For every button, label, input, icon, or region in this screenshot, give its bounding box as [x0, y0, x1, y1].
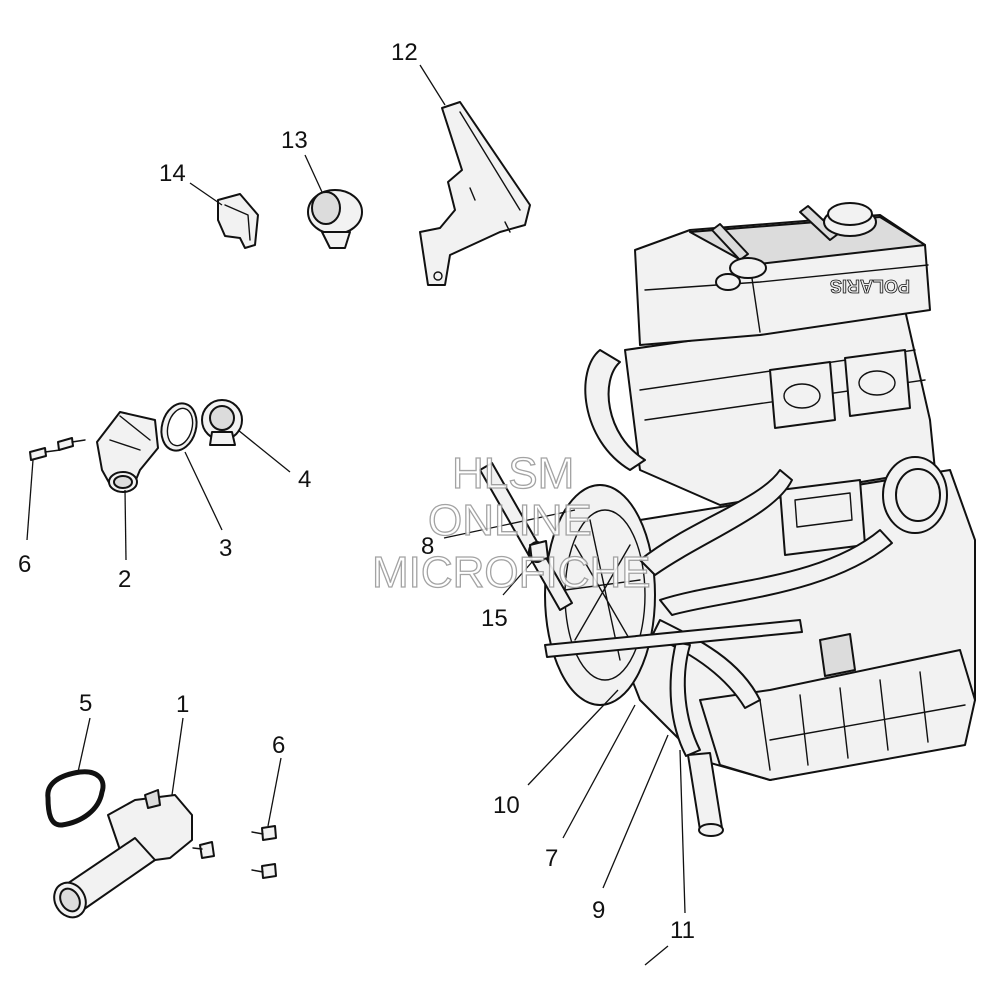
- callout-1: 1: [176, 691, 189, 718]
- watermark: HLSM ONLINE MICROFICHE: [371, 448, 651, 597]
- callout-11: 11: [670, 917, 695, 944]
- callout-12: 12: [391, 39, 418, 66]
- callout-6-lower: 6: [272, 732, 285, 759]
- watermark-line-2: ONLINE: [428, 496, 592, 545]
- watermark-line-3: MICROFICHE: [372, 548, 651, 597]
- engine-assembly: POLARIS: [479, 202, 976, 837]
- part-12-bracket: [419, 101, 531, 286]
- callout-9: 9: [592, 897, 605, 924]
- part-3-o-ring: [160, 402, 198, 452]
- part-13-hose-clamp: [307, 189, 363, 249]
- part-14-clip: [217, 193, 259, 249]
- watermark-line-1: HLSM: [452, 449, 574, 498]
- part-6-bolts-upper: [29, 437, 86, 461]
- callout-4: 4: [298, 466, 311, 493]
- part-2-thermostat-housing: [96, 411, 159, 493]
- callout-6-upper: 6: [18, 551, 31, 578]
- callout-10: 10: [493, 792, 520, 819]
- callout-14: 14: [159, 160, 186, 187]
- callout-15: 15: [481, 605, 508, 632]
- part-4-thermostat: [201, 399, 243, 446]
- callout-7: 7: [545, 845, 558, 872]
- part-15-plug: [528, 540, 549, 563]
- engine-logo: POLARIS: [830, 276, 910, 296]
- callout-3: 3: [219, 535, 232, 562]
- callout-labels: 12 13 14 4 3 2 6 8 15 5 1 6 10 7 9 11: [18, 39, 695, 944]
- callout-13: 13: [281, 127, 308, 154]
- callout-8: 8: [421, 533, 434, 560]
- callout-5: 5: [79, 690, 92, 717]
- callout-2: 2: [118, 566, 131, 593]
- part-1-water-outlet: [53, 789, 193, 919]
- leader-lines: [26, 64, 686, 966]
- part-5-gasket: [45, 769, 106, 828]
- part-6-bolts-lower: [192, 825, 277, 879]
